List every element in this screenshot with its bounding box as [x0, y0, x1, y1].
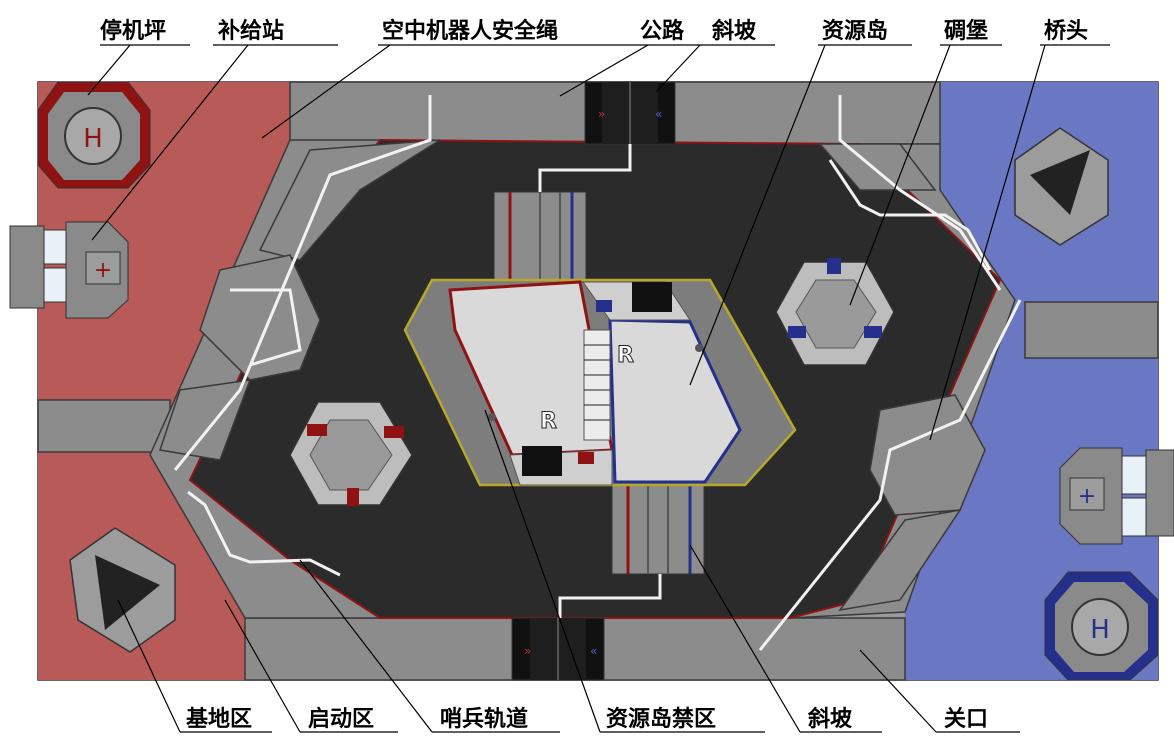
sentry-track-blue [828, 159, 992, 271]
label-bridgehead: 桥头 [1044, 18, 1088, 44]
label-supply-station: 补给站 [217, 18, 284, 44]
sentry-track-red [187, 490, 341, 577]
left-junction [199, 254, 321, 381]
label-base-zone: 基地区 [186, 707, 252, 732]
leader-lines [87, 44, 1110, 733]
mineral-slots [583, 329, 611, 441]
supply-station-red: + [9, 221, 129, 319]
svg-text:R: R [617, 343, 634, 368]
helipad-red: H [37, 81, 151, 189]
resource-island: R R [403, 278, 797, 487]
label-resource-forbidden: 资源岛禁区 [606, 706, 716, 732]
bottom-highway: » « [511, 617, 605, 681]
labels: 停机坪 补给站 空中机器人安全绳 公路 斜坡 资源岛 碉堡 桥头 基地区 启动区… [100, 18, 1088, 732]
svg-text:»: » [524, 644, 531, 658]
helipad-red-glyph: H [83, 124, 103, 154]
supply-blue-glyph: + [1078, 484, 1096, 509]
label-sentry-track: 哨兵轨道 [440, 706, 528, 732]
slope-bottom [558, 481, 705, 618]
label-fortress: 碉堡 [944, 18, 988, 44]
label-slope-top: 斜坡 [711, 18, 756, 44]
fortress-right [775, 258, 895, 366]
red-base [69, 527, 176, 653]
svg-text:«: « [590, 644, 597, 658]
label-helipad: 停机坪 [100, 18, 166, 44]
slope-top [493, 144, 632, 281]
label-slope-bottom: 斜坡 [807, 706, 852, 732]
svg-text:»: » [598, 107, 605, 121]
label-road: 公路 [640, 18, 685, 44]
blue-base [1014, 127, 1109, 246]
svg-text:R: R [540, 409, 557, 434]
left-ring-roads [159, 95, 441, 471]
supply-station-blue: + [1059, 447, 1174, 545]
label-resource-island: 资源岛 [822, 18, 888, 44]
top-highway: » « [584, 81, 676, 145]
helipad-blue-glyph: H [1090, 615, 1110, 645]
label-launch-zone: 启动区 [308, 706, 374, 732]
svg-text:«: « [655, 107, 662, 121]
label-pass: 关口 [944, 707, 988, 732]
label-safety-rope: 空中机器人安全绳 [382, 18, 558, 44]
right-ring-roads [758, 95, 1022, 651]
supply-red-glyph: + [94, 258, 112, 283]
helipad-blue: H [1044, 571, 1159, 681]
fortress-left [289, 401, 413, 506]
